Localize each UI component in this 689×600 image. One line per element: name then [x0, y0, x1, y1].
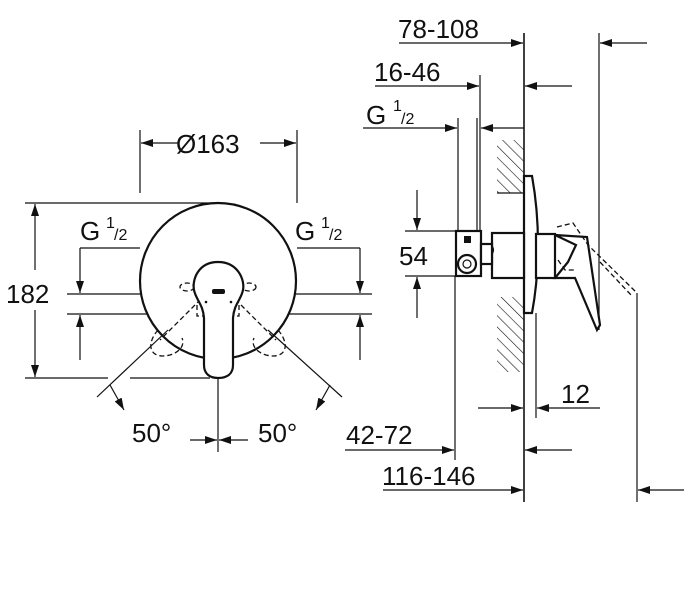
connection-port — [456, 253, 478, 275]
wall-hatch-upper — [497, 140, 524, 193]
thread-left-sub: /2 — [114, 227, 127, 244]
plate-dimension: 12 — [478, 379, 600, 412]
side-height-label: 54 — [399, 241, 428, 271]
thread-left-dimension: G 1 /2 — [76, 215, 140, 360]
valve-body — [490, 231, 526, 280]
thread-right-dimension: G 1 /2 — [295, 215, 364, 360]
overall-label: 116-146 — [382, 461, 476, 491]
thread-left-base: G — [80, 216, 100, 246]
install-depth-dimension: 42-72 — [345, 420, 572, 454]
side-thread-sub: /2 — [401, 111, 414, 128]
side-handle — [552, 233, 602, 333]
lever-handle — [192, 260, 245, 380]
height-label: 182 — [6, 279, 49, 309]
plate-label: 12 — [561, 379, 590, 409]
angle-right-label: 50° — [258, 418, 297, 448]
thread-right-sub: /2 — [329, 227, 342, 244]
install-depth-label: 42-72 — [346, 420, 413, 450]
side-thread-base: G — [366, 100, 386, 130]
side-thread-dimension: G 1 /2 — [363, 98, 524, 132]
diameter-dimension: Ø163 — [139, 129, 298, 203]
lever-indicator — [212, 289, 225, 294]
side-view: 78-108 16-46 G 1 /2 — [345, 14, 684, 502]
diameter-label: Ø163 — [176, 129, 240, 159]
side-thread-sup: 1 — [393, 98, 402, 115]
height-dimension: 182 — [6, 202, 218, 379]
side-handle-swing — [556, 222, 638, 294]
side-height-dimension: 54 — [399, 190, 456, 318]
overall-dimension: 116-146 — [382, 461, 684, 494]
front-view: Ø163 182 G 1 /2 G 1 / — [6, 129, 372, 452]
thread-right-base: G — [295, 216, 315, 246]
depth-total-dimension: 78-108 — [398, 14, 647, 47]
angle-left-label: 50° — [132, 418, 171, 448]
depth-body-dimension: 16-46 — [374, 57, 572, 90]
wall-hatch-lower — [497, 297, 524, 372]
thread-left-sup: 1 — [106, 215, 115, 232]
depth-body-label: 16-46 — [374, 57, 441, 87]
depth-total-label: 78-108 — [398, 14, 479, 44]
thread-right-sup: 1 — [321, 215, 330, 232]
valve-cartridge — [534, 232, 557, 280]
